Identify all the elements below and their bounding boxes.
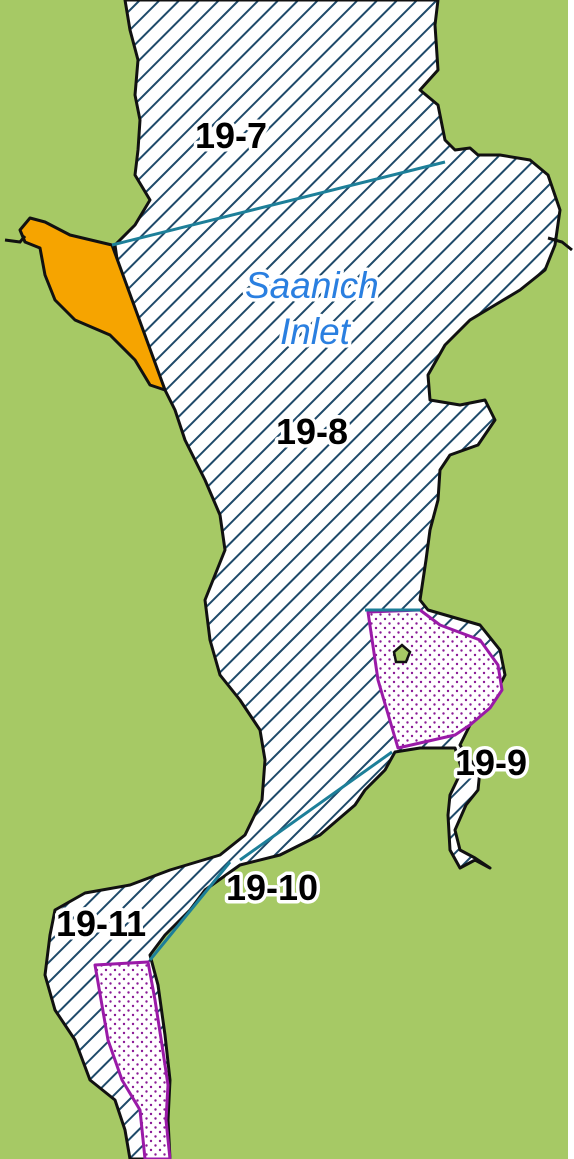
inlet-name-line1: Saanich bbox=[245, 265, 379, 306]
island-in-19-9 bbox=[392, 643, 412, 664]
shore-fragment-west bbox=[4, 235, 27, 244]
area-label-19-7: 19-7 bbox=[195, 115, 267, 156]
boundary-19-7-19-8 bbox=[111, 160, 446, 247]
inlet-name-line2: Inlet bbox=[280, 311, 352, 352]
shore-fragment-northeast bbox=[547, 236, 573, 252]
area-label-19-10: 19-10 bbox=[226, 867, 318, 908]
inlet-water bbox=[43, 0, 562, 1159]
boundary-19-10-19-11 bbox=[148, 861, 232, 961]
boundary-19-8-19-10 bbox=[239, 750, 393, 862]
restricted-area-19-11 bbox=[93, 960, 172, 1159]
closed-area-orange bbox=[18, 216, 167, 392]
area-label-19-11: 19-11 bbox=[56, 903, 146, 944]
area-label-19-8: 19-8 bbox=[276, 411, 348, 452]
area-label-19-9: 19-9 bbox=[455, 742, 527, 783]
